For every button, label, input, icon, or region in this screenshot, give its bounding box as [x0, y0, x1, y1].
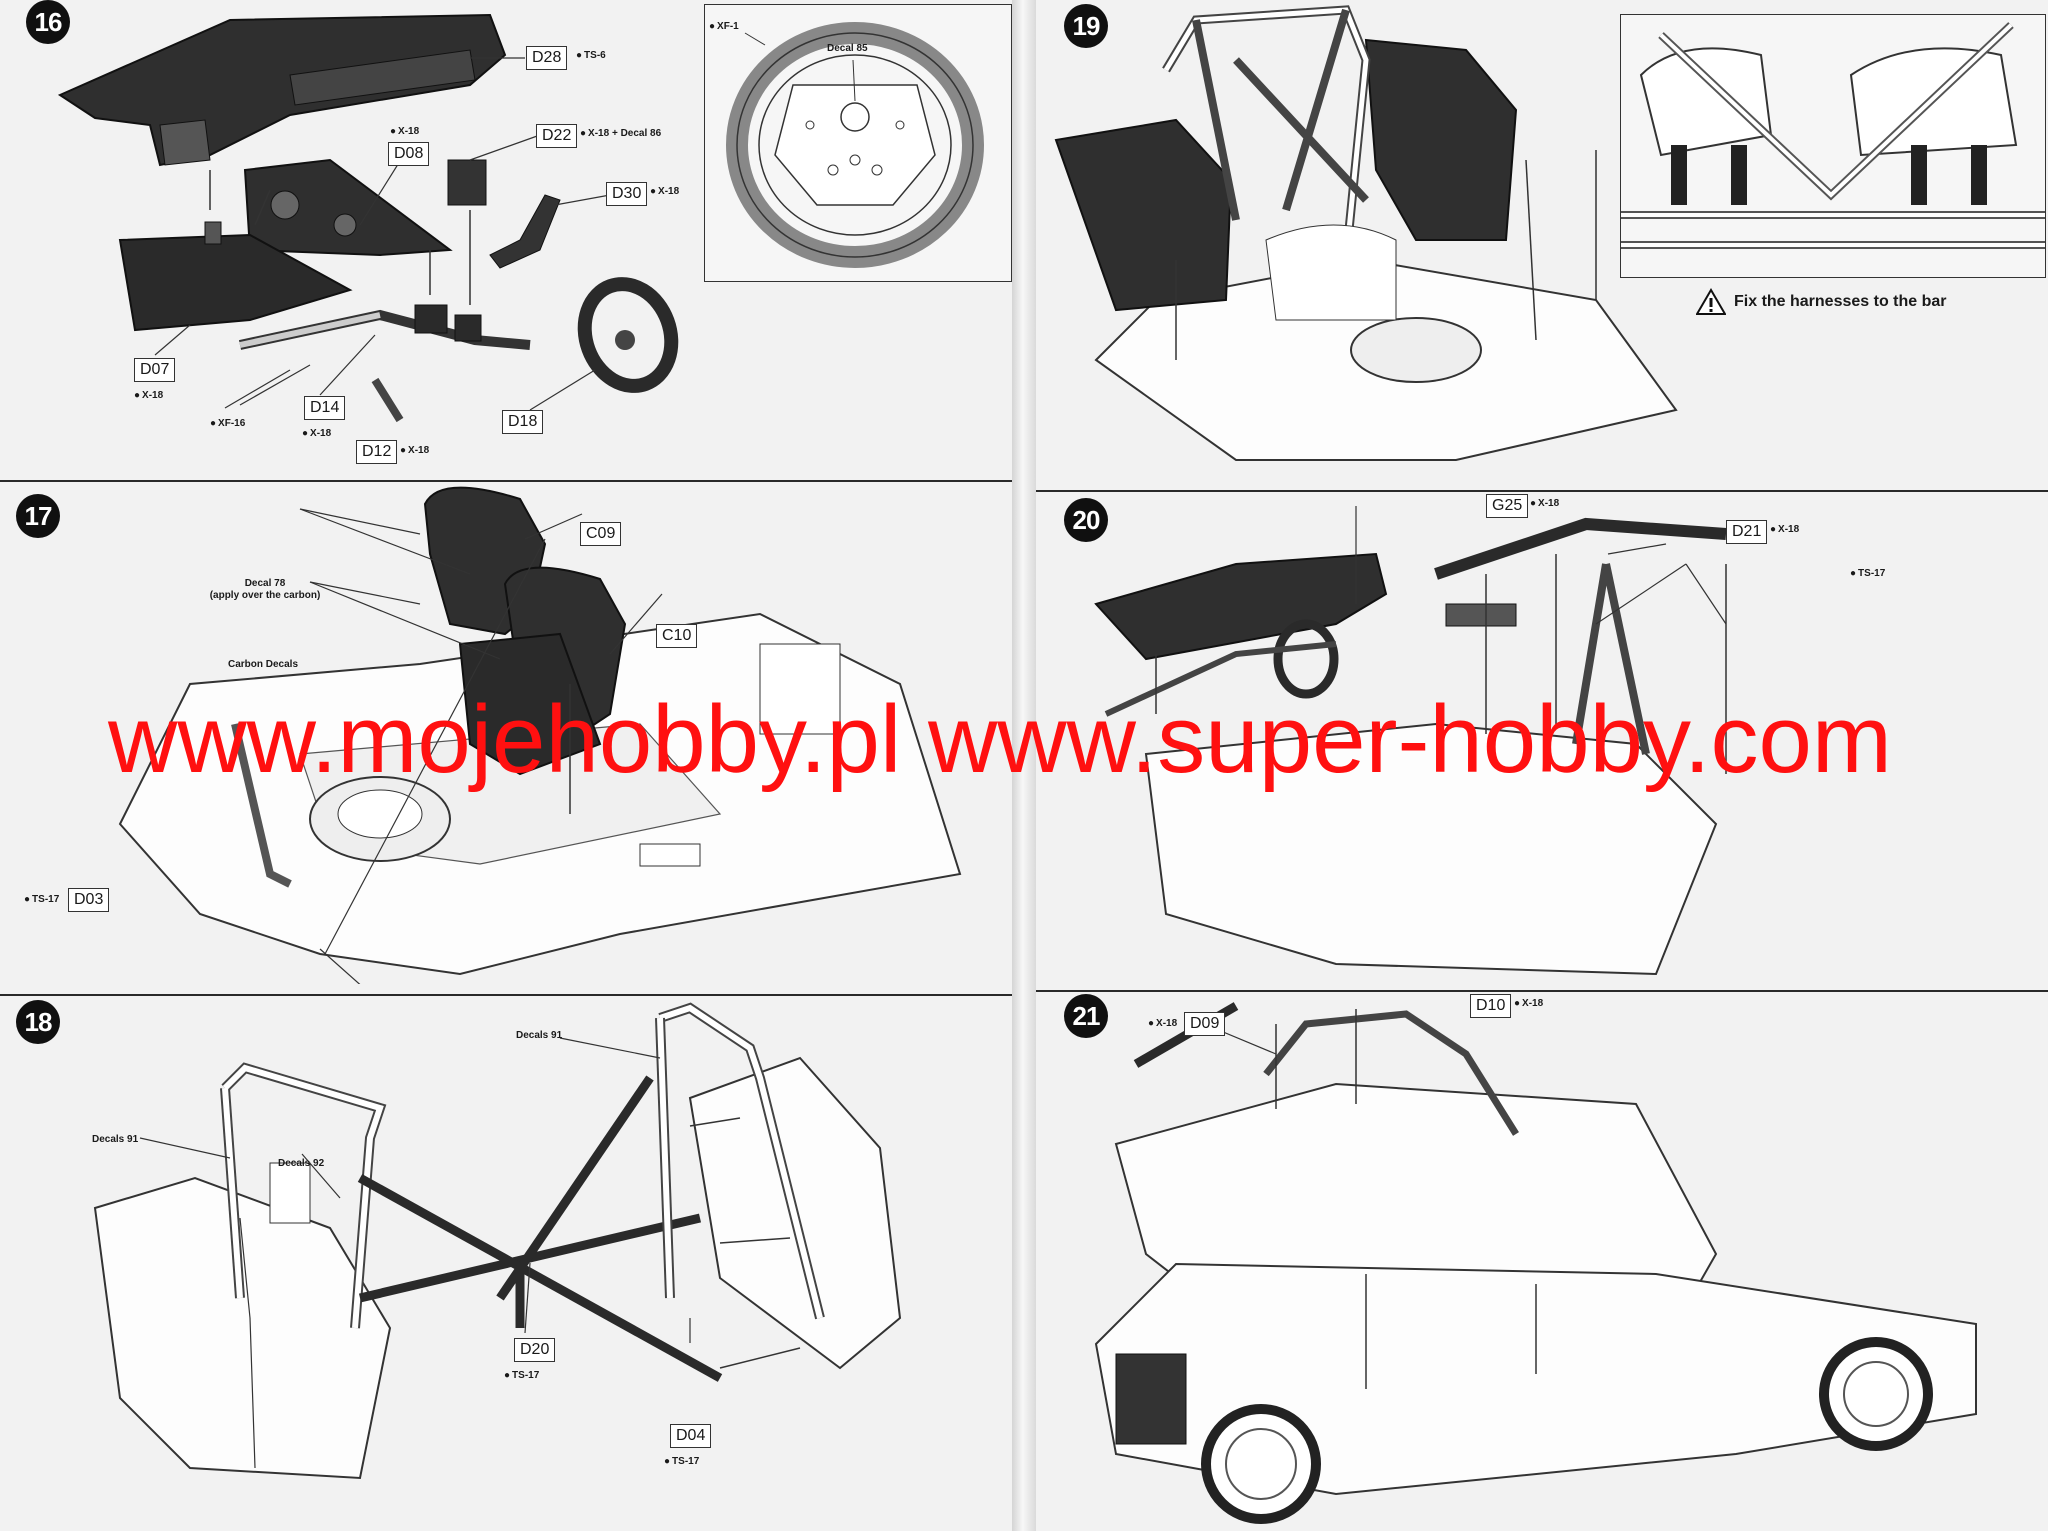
watermark-text: www.mojehobby.pl www.super-hobby.com — [108, 686, 1892, 793]
paint-note-ts17: ●TS-17 — [24, 894, 60, 905]
step-18-panel: 18 Decals 91 Decals 91 Decals 92 D20 ●TS… — [0, 998, 1012, 1531]
part-label-d04: D04 — [670, 1424, 712, 1448]
step-number-badge: 21 — [1064, 994, 1108, 1038]
step-divider — [0, 480, 1012, 482]
warning-triangle-icon — [1696, 288, 1726, 315]
paint-drop-icon: ● — [1770, 524, 1777, 535]
steering-wheel-inset: ●XF-1 Decal 85 — [704, 4, 1012, 282]
paint-note-ts17-d20: ●TS-17 — [504, 1370, 540, 1381]
paint-note-ts17: ●TS-17 — [1850, 568, 1886, 579]
paint-drop-icon: ● — [576, 50, 583, 61]
paint-drop-icon: ● — [650, 186, 657, 197]
paint-drop-icon: ● — [390, 126, 397, 137]
paint-note-x18-d14: ●X-18 — [302, 428, 332, 439]
part-label-d03: D03 — [68, 888, 110, 912]
step-19-panel: 19 Fix the harnesses to the bar — [1036, 0, 2048, 475]
paint-note-x18-d08: ●X-18 — [390, 126, 420, 137]
paint-drop-icon: ● — [504, 1370, 511, 1381]
paint-note-x18-d21: ●X-18 — [1770, 524, 1800, 535]
part-label-g25: G25 — [1486, 494, 1529, 518]
part-label-d28: D28 — [526, 46, 568, 70]
page-gutter — [1012, 0, 1036, 1531]
step-divider — [0, 994, 1012, 996]
paint-drop-icon: ● — [1148, 1018, 1155, 1029]
part-label-d14: D14 — [304, 396, 346, 420]
part-label-d22: D22 — [536, 124, 578, 148]
part-label-d20: D20 — [514, 1338, 556, 1362]
step-21-illustration — [1094, 1002, 1977, 1524]
harness-detail-inset — [1620, 14, 2046, 278]
step-17-illustration — [118, 486, 962, 984]
warning-text: Fix the harnesses to the bar — [1734, 293, 1947, 310]
decal-note-85: Decal 85 — [827, 43, 868, 54]
paint-note-x18-d30: ●X-18 — [650, 186, 680, 197]
decals-92-note: Decals 92 — [278, 1158, 325, 1169]
paint-drop-icon: ● — [134, 390, 141, 401]
paint-drop-icon: ● — [1514, 998, 1521, 1009]
paint-note-x18-d10: ●X-18 — [1514, 998, 1544, 1009]
step-number-badge: 18 — [16, 1000, 60, 1044]
step-number-badge: 19 — [1064, 4, 1108, 48]
paint-drop-icon: ● — [709, 21, 716, 32]
step-21-panel: 21 ●X-18 D09 D10 ●X-18 — [1036, 994, 2048, 1531]
part-label-d30: D30 — [606, 182, 648, 206]
step-17-panel: 17 C09 C10 Decal 78 (apply over the carb… — [0, 484, 1012, 984]
part-label-d21: D21 — [1726, 520, 1768, 544]
part-label-d09: D09 — [1184, 1012, 1226, 1036]
part-label-d18: D18 — [502, 410, 544, 434]
part-label-c09: C09 — [580, 522, 622, 546]
step-16-panel: 16 D28 ●TS-6 ●X-18 D08 D22 ●X-18 + Decal… — [0, 0, 1012, 470]
step-16-illustration — [57, 13, 679, 423]
steering-wheel-detail-illustration — [726, 22, 984, 268]
step-20-illustration — [1094, 506, 1727, 976]
paint-note-ts17-d04: ●TS-17 — [664, 1456, 700, 1467]
decals-91-note-left: Decals 91 — [92, 1134, 139, 1145]
step-number-badge: 16 — [26, 0, 70, 44]
paint-note-xf1: ●XF-1 — [709, 21, 739, 32]
paint-note-x18-d09: ●X-18 — [1148, 1018, 1178, 1029]
step-divider — [1036, 490, 2048, 492]
left-page: 16 D28 ●TS-6 ●X-18 D08 D22 ●X-18 + Decal… — [0, 0, 1012, 1531]
right-page: 19 Fix the harnesses to the bar — [1036, 0, 2048, 1531]
step-number-badge: 17 — [16, 494, 60, 538]
step-number-badge: 20 — [1064, 498, 1108, 542]
paint-note-x18-decal86: ●X-18 + Decal 86 — [580, 128, 662, 139]
decal-note-78: Decal 78 (apply over the carbon) — [209, 578, 321, 601]
paint-note-x18-d12: ●X-18 — [400, 445, 430, 456]
carbon-decals-note: Carbon Decals — [228, 659, 299, 670]
paint-drop-icon: ● — [1850, 568, 1857, 579]
harness-detail-illustration — [1621, 22, 2045, 249]
paint-note-ts6: ●TS-6 — [576, 50, 606, 61]
step-divider — [1036, 990, 2048, 992]
part-label-d08: D08 — [388, 142, 430, 166]
paint-drop-icon: ● — [302, 428, 309, 439]
paint-drop-icon: ● — [210, 418, 217, 429]
paint-drop-icon: ● — [580, 128, 587, 139]
part-label-d10: D10 — [1470, 994, 1512, 1018]
step-18-illustration — [93, 1002, 902, 1480]
paint-note-x18-d07: ●X-18 — [134, 390, 164, 401]
part-label-c10: C10 — [656, 624, 698, 648]
paint-drop-icon: ● — [1530, 498, 1537, 509]
part-label-d07: D07 — [134, 358, 176, 382]
decals-91-note-right: Decals 91 — [516, 1030, 563, 1041]
step-19-illustration — [1054, 5, 1678, 461]
paint-drop-icon: ● — [24, 894, 31, 905]
paint-drop-icon: ● — [400, 445, 407, 456]
harness-warning: Fix the harnesses to the bar — [1696, 288, 1947, 316]
paint-note-xf16: ●XF-16 — [210, 418, 246, 429]
paint-note-x18-g25: ●X-18 — [1530, 498, 1560, 509]
part-label-d12: D12 — [356, 440, 398, 464]
step-20-panel: 20 G25 ●X-18 D21 ●X-18 ●TS-17 — [1036, 494, 2048, 984]
paint-drop-icon: ● — [664, 1456, 671, 1467]
